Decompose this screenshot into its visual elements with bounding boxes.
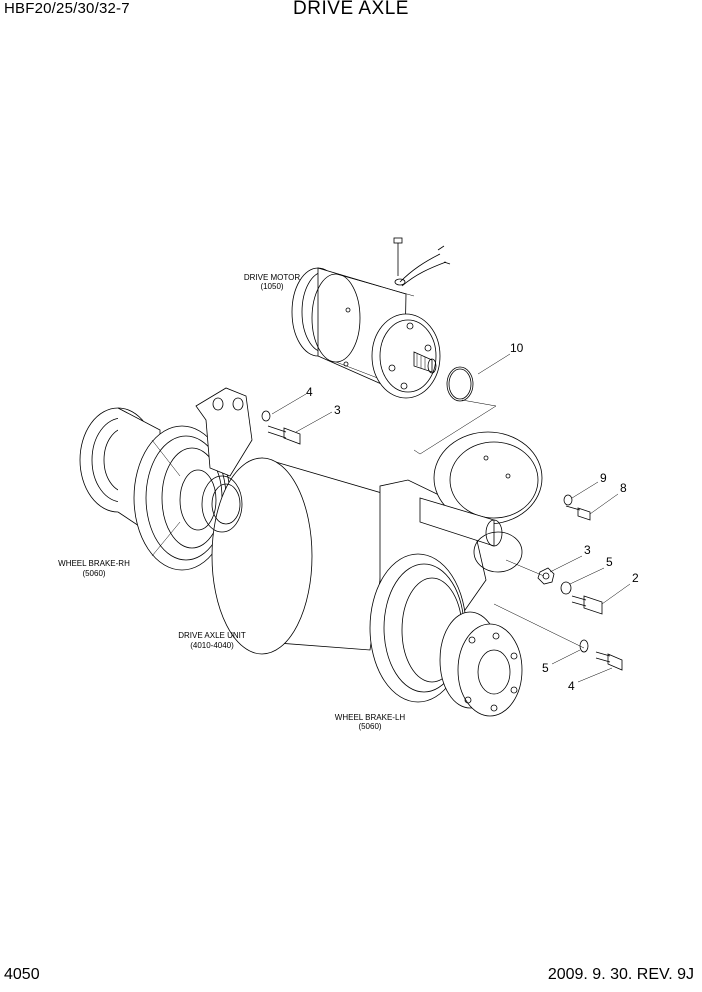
bolt-8 xyxy=(565,505,591,521)
washer-4-upper xyxy=(261,410,271,422)
page-title: DRIVE AXLE xyxy=(293,0,409,19)
nut-3-lower xyxy=(537,567,555,585)
callout-3-upper: 3 xyxy=(334,403,341,417)
callout-10: 10 xyxy=(510,341,524,355)
callout-2: 2 xyxy=(632,571,639,585)
callout-9: 9 xyxy=(600,471,607,485)
washer-9 xyxy=(563,494,573,506)
drive-axle-unit-ref: (4010-4040) xyxy=(190,641,234,650)
o-ring xyxy=(446,366,474,402)
callout-4-upper: 4 xyxy=(306,385,313,399)
callout-4-lower: 4 xyxy=(568,679,575,693)
model-code: HBF20/25/30/32-7 xyxy=(4,0,130,17)
drive-motor-name: DRIVE MOTOR xyxy=(244,273,301,282)
page-number: 4050 xyxy=(4,966,40,983)
wheel-brake-rh-name: WHEEL BRAKE-RH xyxy=(58,559,130,568)
callout-3-lower: 3 xyxy=(584,543,591,557)
drive-motor-ref: (1050) xyxy=(260,282,283,291)
bolt-2 xyxy=(571,595,603,615)
callout-5-mid: 5 xyxy=(606,555,613,569)
wheel-brake-lh-ref: (5060) xyxy=(358,722,381,731)
callout-5-lower: 5 xyxy=(542,661,549,675)
drive-axle-unit-name: DRIVE AXLE UNIT xyxy=(178,631,246,640)
wheel-brake-rh-ref: (5060) xyxy=(82,569,105,578)
revision-date: 2009. 9. 30. REV. 9J xyxy=(547,966,694,983)
leader-lines xyxy=(271,353,631,683)
bolt-4-lower xyxy=(595,651,623,671)
bolt-3-upper xyxy=(267,425,301,445)
drive-motor xyxy=(291,237,451,399)
wheel-brake-lh xyxy=(369,553,523,717)
wheel-brake-lh-name: WHEEL BRAKE-LH xyxy=(335,713,406,722)
callout-8: 8 xyxy=(620,481,627,495)
washer-5-mid xyxy=(560,581,572,595)
washer-5-lower xyxy=(579,639,589,653)
